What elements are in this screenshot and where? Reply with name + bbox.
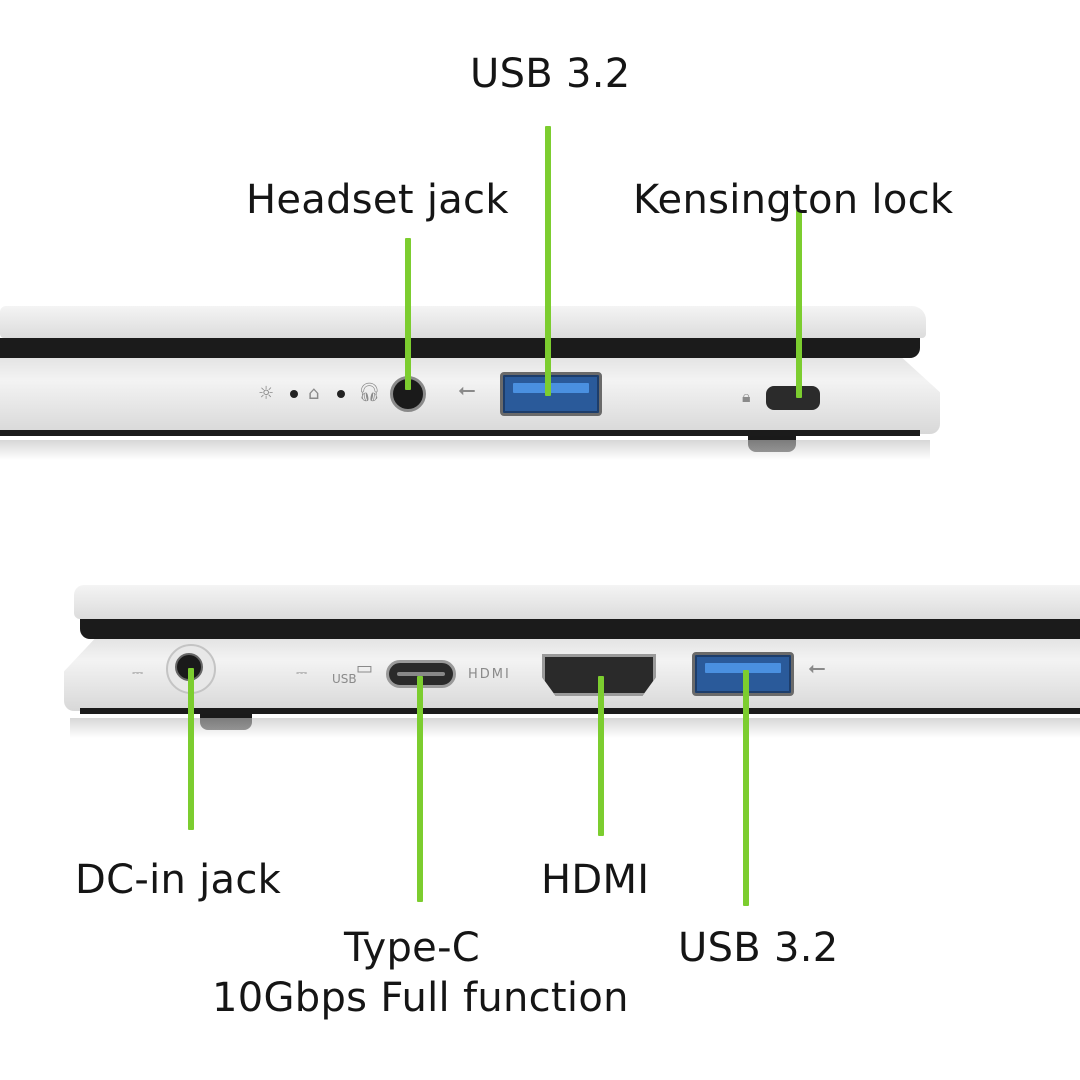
usb-a-tongue <box>513 383 589 393</box>
label-hdmi: HDMI <box>541 857 650 903</box>
label-kensington-lock: Kensington lock <box>633 177 954 223</box>
bottom-base-bottom-edge <box>80 708 1080 714</box>
leader-kensington <box>796 210 802 398</box>
label-usb-top: USB 3.2 <box>470 51 631 97</box>
label-type-c: Type-C <box>344 925 481 971</box>
power-light-icon: ☼ <box>258 383 275 404</box>
dc-symbol-icon-2: ⎓ <box>296 665 308 681</box>
usb-symbol-icon-2: ⭠ <box>808 656 826 681</box>
usb-c-tongue <box>397 672 445 676</box>
leader-type-c <box>417 676 423 902</box>
dc-symbol-icon: ⎓ <box>132 665 144 681</box>
leader-dc-in <box>188 668 194 830</box>
battery-light-icon: ⌂ <box>308 383 320 404</box>
label-dc-in-jack: DC-in jack <box>75 857 282 903</box>
battery-led <box>337 390 345 398</box>
leader-hdmi <box>598 676 604 836</box>
bottom-shadow <box>70 718 1080 738</box>
lock-icon: 🔒︎ <box>742 387 751 406</box>
usb-a-port-top <box>500 372 602 416</box>
label-headset-jack: Headset jack <box>246 177 509 223</box>
top-base-bottom-edge <box>0 430 920 436</box>
displayport-icon: ▭ <box>356 658 374 679</box>
top-bezel <box>0 338 920 358</box>
bottom-bezel <box>80 619 1080 639</box>
leader-usb-top <box>545 126 551 396</box>
headset-icon: 🎧︎ <box>358 382 381 403</box>
power-led <box>290 390 298 398</box>
label-type-c-speed: 10Gbps Full function <box>212 975 629 1021</box>
leader-usb-bottom <box>743 670 749 906</box>
leader-headset <box>405 238 411 390</box>
label-usb-bottom: USB 3.2 <box>678 925 839 971</box>
usb-c-marking: USB <box>332 672 357 686</box>
top-lid <box>0 306 926 338</box>
hdmi-marking: HDMI <box>468 667 511 682</box>
kensington-lock-slot <box>766 386 820 410</box>
usb-symbol-icon: ⭠ <box>458 378 476 403</box>
top-shadow <box>0 440 930 460</box>
usb-a-tongue <box>705 663 781 673</box>
bottom-lid <box>74 585 1080 619</box>
